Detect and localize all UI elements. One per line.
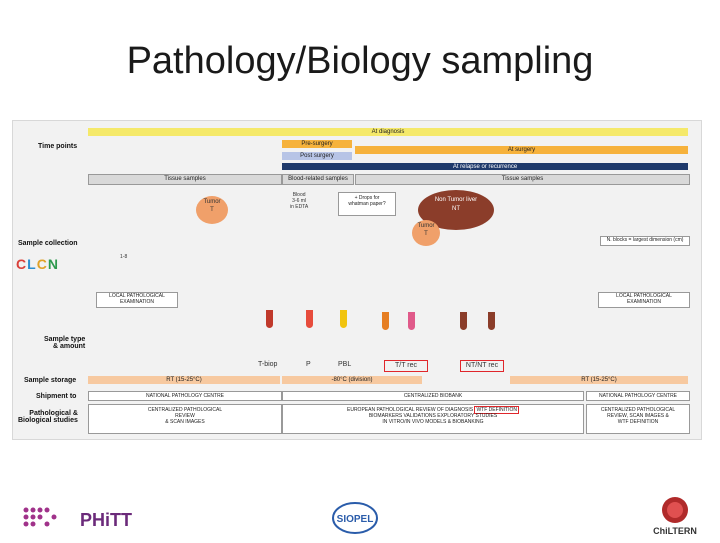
studies-middle: EUROPEAN PATHOLOGICAL REVIEW OF DIAGNOSI…	[282, 404, 584, 434]
header-tissue-left: Tissue samples	[88, 174, 282, 185]
n-blocks-box: N. blocks = largest dimension (cm)	[600, 236, 690, 246]
storage-rt-right: RT (15-25°C)	[510, 376, 688, 384]
timeline-post-surgery: Post surgery	[282, 152, 352, 160]
type-tt-rec: T/T rec	[384, 360, 428, 372]
local-path-left: LOCAL PATHOLOGICAL EXAMINATION	[96, 292, 178, 308]
sampling-diagram	[12, 120, 702, 440]
header-tissue-right: Tissue samples	[355, 174, 690, 185]
row-label-sample-type: Sample type & amount	[44, 336, 86, 350]
row-label-time-points: Time points	[38, 143, 78, 150]
type-tbiop: T-biop	[258, 361, 278, 368]
clcn-logo: CLCN	[16, 256, 59, 272]
drops-box: + Drops for whatman paper?	[338, 192, 396, 216]
svg-text:SIOPEL: SIOPEL	[337, 514, 374, 525]
svg-text:PHiTT: PHiTT	[80, 510, 132, 530]
timeline-at-surgery: At surgery	[355, 146, 688, 154]
phitt-logo: PHiTT	[18, 498, 158, 543]
row-label-sample-collection: Sample collection	[18, 240, 78, 247]
wtf-highlight: WTF DEFINITION	[474, 406, 519, 414]
row-label-sample-storage: Sample storage	[24, 377, 77, 384]
tumor-circle-left: Tumor T	[196, 196, 228, 224]
siopel-logo: SIOPEL	[330, 500, 380, 541]
row-label-studies: Pathological & Biological studies	[18, 410, 78, 424]
timeline-relapse: At relapse or recurrence	[282, 163, 688, 170]
tube-fresh	[408, 312, 415, 330]
tube-plasma	[306, 310, 313, 328]
tube-snap-nt	[460, 312, 467, 330]
tumor-circle-right: Tumor T	[412, 220, 440, 246]
timeline-pre-surgery: Pre-surgery	[282, 140, 352, 148]
storage-minus80: -80°C (division)	[282, 376, 422, 384]
shipment-right: NATIONAL PATHOLOGY CENTRE	[586, 391, 690, 401]
tumor-count: 1-8	[120, 254, 128, 260]
type-p: P	[306, 361, 311, 368]
type-nt-rec: NT/NT rec	[460, 360, 504, 372]
timeline-at-diagnosis: At diagnosis	[88, 128, 688, 136]
studies-left: CENTRALIZED PATHOLOGICAL REVIEW & SCAN I…	[88, 404, 282, 434]
slide-title: Pathology/Biology sampling	[126, 40, 594, 82]
tube-tbiop	[266, 310, 273, 328]
tube-buffy	[340, 310, 347, 328]
shipment-left: NATIONAL PATHOLOGY CENTRE	[88, 391, 282, 401]
type-pbl: PBL	[338, 361, 352, 368]
tube-fresh-nt	[488, 312, 495, 330]
local-path-right: LOCAL PATHOLOGICAL EXAMINATION	[598, 292, 690, 308]
shipment-middle: CENTRALIZED BIOBANK	[282, 391, 584, 401]
header-blood: Blood-related samples	[282, 174, 354, 185]
tube-snap	[382, 312, 389, 330]
chiltern-logo: ChiLTERN	[642, 494, 708, 543]
row-label-shipment: Shipment to	[36, 393, 77, 400]
storage-rt-left: RT (15-25°C)	[88, 376, 280, 384]
blood-volume: Blood 3-6 ml in EDTA	[290, 192, 309, 210]
studies-right: CENTRALIZED PATHOLOGICAL REVIEW, SCAN IM…	[586, 404, 690, 434]
svg-text:ChiLTERN: ChiLTERN	[653, 526, 697, 536]
